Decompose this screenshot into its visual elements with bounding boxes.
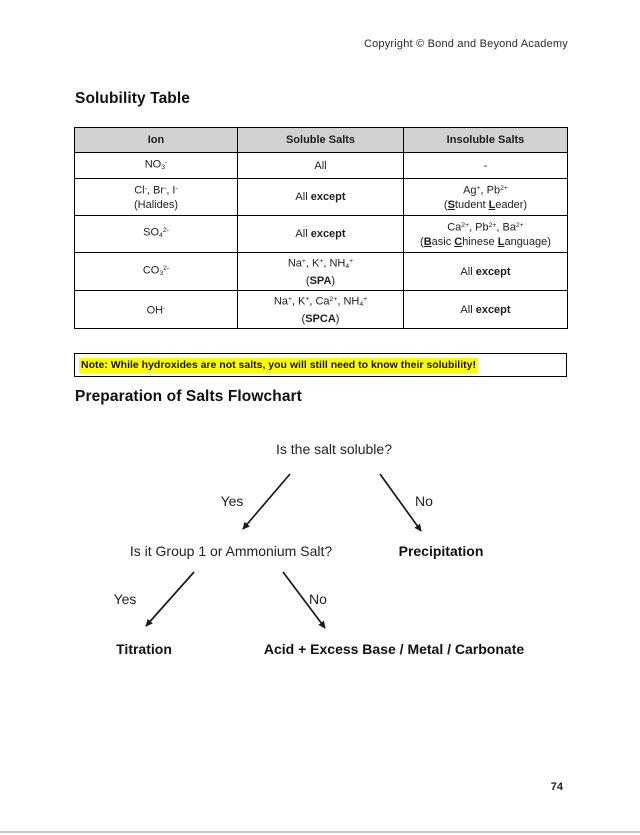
soluble-cell: All except [237, 215, 404, 253]
flow-label-no-2: No [309, 591, 327, 607]
soluble-cell: All except [237, 178, 404, 216]
table-header-row: Ion Soluble Salts Insoluble Salts [74, 127, 568, 153]
ion-cell: OH- [74, 290, 238, 330]
insoluble-cell: Ag+, Pb2+(Student Leader) [403, 178, 568, 216]
arrow-yes-2-icon [145, 571, 195, 627]
insoluble-cell: All except [403, 290, 568, 330]
flowchart-title: Preparation of Salts Flowchart [75, 388, 302, 405]
insoluble-cell: - [403, 152, 568, 179]
table-row-nitrate: NO3- All - [74, 152, 568, 179]
ion-cell: CO32- [74, 251, 238, 292]
table-row-halides: Cl-, Br-, I-(Halides) All except Ag+, Pb… [74, 178, 568, 216]
note-text: Note: While hydroxides are not salts, yo… [79, 357, 478, 373]
ion-cell: SO42- [74, 215, 238, 253]
column-header-ion: Ion [74, 127, 238, 153]
page-number: 74 [550, 781, 563, 793]
ion-cell: Cl-, Br-, I-(Halides) [74, 178, 238, 216]
flow-question-soluble: Is the salt soluble? [276, 441, 392, 457]
solubility-table: Ion Soluble Salts Insoluble Salts NO3- A… [74, 127, 568, 330]
soluble-cell: All [237, 152, 404, 179]
arrow-yes-1-icon [242, 473, 291, 530]
table-row-carbonate: CO32- Na+, K+, NH4+(SPA) All except [74, 251, 568, 292]
flow-node-acid-route: Acid + Excess Base / Metal / Carbonate [263, 641, 525, 657]
flow-question-group1: Is it Group 1 or Ammonium Salt? [129, 543, 333, 559]
column-header-insoluble-salts: Insoluble Salts [403, 127, 568, 153]
arrow-no-2-icon [282, 571, 326, 629]
flow-label-yes-2: Yes [113, 591, 137, 607]
table-row-sulfate: SO42- All except Ca2+, Pb2+, Ba2+(Basic … [74, 215, 568, 253]
note-box: Note: While hydroxides are not salts, yo… [74, 353, 567, 377]
table-row-hydroxide: OH- Na+, K+, Ca2+, NH4+(SPCA) All except [74, 290, 568, 330]
insoluble-cell: Ca2+, Pb2+, Ba2+(Basic Chinese Language) [403, 215, 568, 253]
copyright-text: Copyright © Bond and Beyond Academy [363, 38, 568, 50]
soluble-cell: Na+, K+, Ca2+, NH4+(SPCA) [237, 290, 404, 330]
flow-label-no-1: No [415, 493, 433, 509]
solubility-table-title: Solubility Table [75, 90, 190, 107]
ion-cell: NO3- [74, 152, 238, 179]
arrow-no-1-icon [379, 473, 422, 532]
flow-label-yes-1: Yes [220, 493, 244, 509]
salts-flowchart: Is the salt soluble? Yes No Is it Group … [0, 430, 640, 680]
flow-node-precipitation: Precipitation [398, 543, 484, 559]
insoluble-cell: All except [403, 251, 568, 292]
soluble-cell: Na+, K+, NH4+(SPA) [237, 251, 404, 292]
flowchart-arrows [145, 473, 422, 629]
page-bottom-edge [0, 831, 640, 833]
flow-node-titration: Titration [116, 641, 172, 657]
column-header-soluble-salts: Soluble Salts [237, 127, 404, 153]
